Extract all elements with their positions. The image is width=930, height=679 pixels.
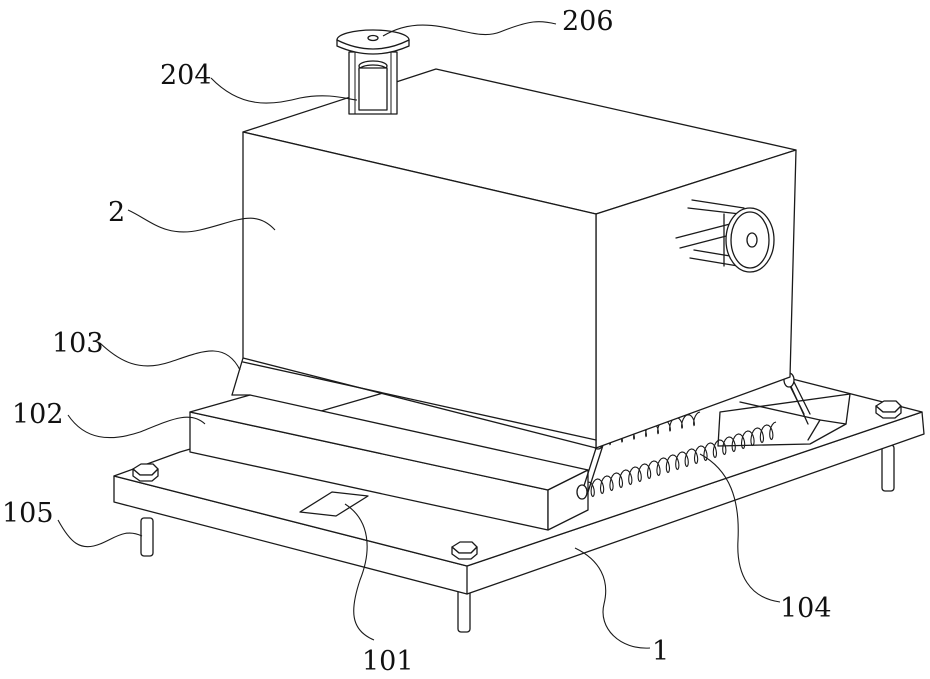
fitting-tube [359, 68, 387, 110]
label-105: 105 [2, 498, 54, 529]
label-206: 206 [562, 6, 614, 37]
leader-1 [575, 548, 650, 648]
leader-206 [383, 22, 556, 36]
label-104: 104 [780, 593, 832, 624]
bolt-front-left [133, 464, 158, 481]
fitting-cap-hole [368, 36, 378, 41]
label-1: 1 [652, 636, 669, 667]
leg-front-right [458, 588, 470, 632]
label-101: 101 [362, 646, 414, 677]
leg-front-left [141, 518, 153, 556]
bolt-front-right [452, 542, 477, 559]
label-2: 2 [108, 197, 125, 228]
leg-back-right [882, 445, 894, 491]
leader-103 [100, 343, 240, 370]
label-204: 204 [160, 60, 212, 91]
leader-102 [68, 415, 205, 438]
leader-105 [58, 520, 142, 547]
bolt-back-right [876, 401, 901, 418]
leader-204 [211, 78, 357, 103]
label-102: 102 [12, 399, 64, 430]
pivot-joint [577, 485, 587, 499]
label-103: 103 [52, 328, 104, 359]
main-box [232, 69, 796, 448]
side-fitting-hole [747, 233, 757, 247]
